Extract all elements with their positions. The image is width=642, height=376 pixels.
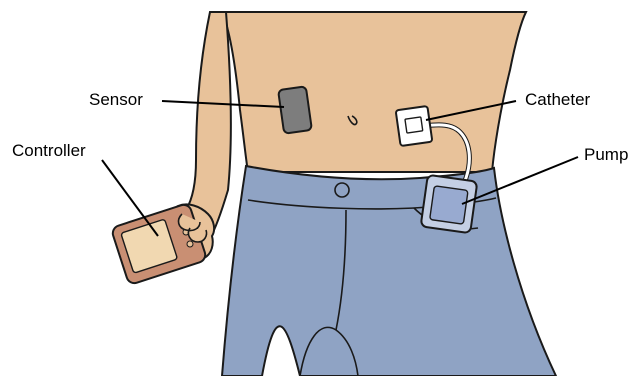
torso-skin (222, 12, 526, 172)
catheter-label: Catheter (525, 90, 590, 110)
sensor-label: Sensor (89, 90, 143, 110)
pump-device (421, 175, 478, 233)
jeans-button (335, 183, 349, 197)
pump-label: Pump (584, 145, 628, 165)
controller-label: Controller (12, 141, 86, 161)
jeans (222, 166, 556, 376)
sensor-device (278, 86, 312, 133)
catheter-patch (396, 106, 433, 146)
controller-device (111, 203, 208, 285)
